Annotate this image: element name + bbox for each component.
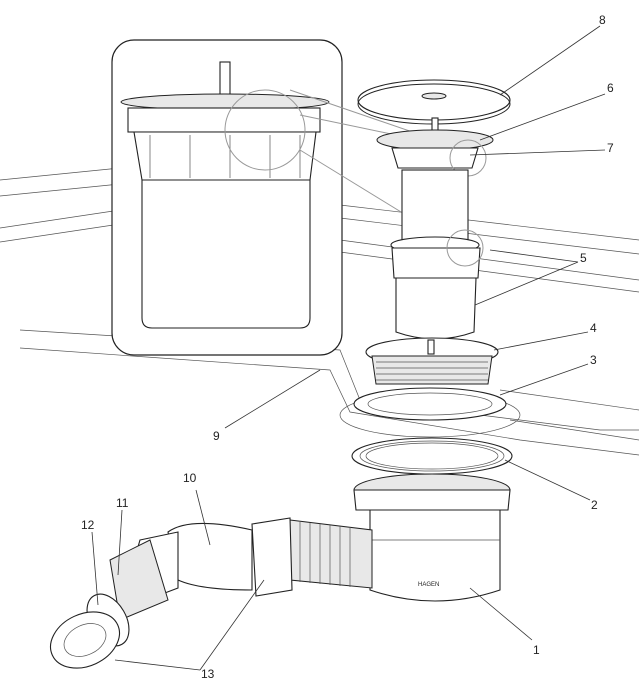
- part-6-7-strainer: [376, 117, 494, 177]
- callout-labels: 8 6 7 5 4 3 9 2 10 11 12 1 13: [81, 13, 614, 681]
- callout-10: 10: [183, 471, 197, 485]
- part-5-trap-insert: [390, 169, 484, 340]
- callout-1: 1: [533, 643, 540, 657]
- callout-12: 12: [81, 518, 95, 532]
- callout-7: 7: [607, 141, 614, 155]
- inset-detail: [111, 39, 343, 356]
- part-1-drain-body: HAGEN: [353, 473, 511, 602]
- part-8-cover: [357, 79, 511, 125]
- part-4-nut: [365, 337, 499, 385]
- callout-11: 11: [116, 496, 129, 510]
- callout-4: 4: [590, 321, 597, 335]
- callout-8: 8: [599, 13, 606, 27]
- part-2-seal: [351, 437, 513, 475]
- callout-2: 2: [591, 498, 598, 512]
- callout-5: 5: [580, 251, 587, 265]
- leader-lines: [91, 25, 606, 671]
- drain-marking: HAGEN: [418, 582, 439, 588]
- callout-9: 9: [213, 429, 220, 443]
- callout-3: 3: [590, 353, 597, 367]
- outlet-hose: [50, 517, 373, 669]
- part-3-gasket: [353, 387, 507, 421]
- callout-6: 6: [607, 81, 614, 95]
- callout-13: 13: [201, 667, 215, 681]
